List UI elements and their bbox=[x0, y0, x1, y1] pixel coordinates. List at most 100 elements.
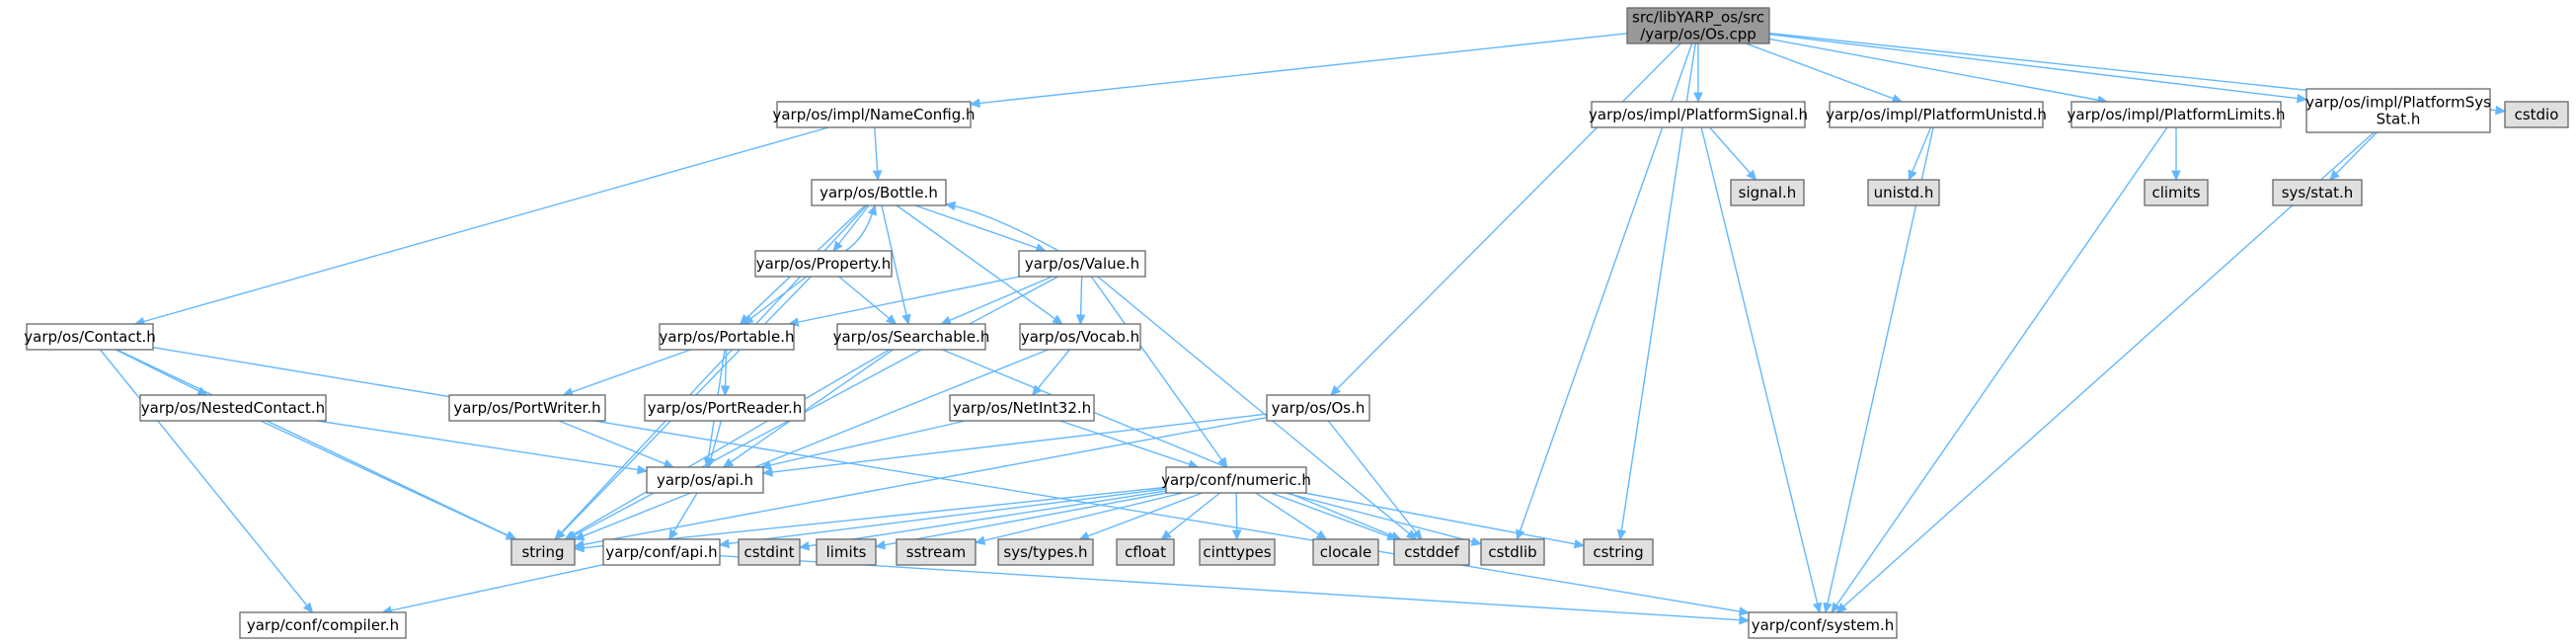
node-platunistd[interactable]: yarp/os/impl/PlatformUnistd.h bbox=[1826, 101, 2047, 128]
node-platlimits[interactable]: yarp/os/impl/PlatformLimits.h bbox=[2068, 101, 2286, 128]
node-box bbox=[1393, 538, 1470, 566]
edge-arrowhead bbox=[1738, 606, 1751, 616]
edge-root-to-platunistd bbox=[1745, 42, 1904, 104]
node-searchable[interactable]: yarp/os/Searchable.h bbox=[833, 323, 990, 351]
node-label: yarp/os/NetInt32.h bbox=[953, 399, 1091, 417]
node-contact[interactable]: yarp/os/Contact.h bbox=[24, 323, 156, 351]
node-label: sstream bbox=[906, 543, 966, 561]
node-box bbox=[738, 538, 801, 566]
node-box bbox=[602, 538, 721, 566]
edge-contact-to-system bbox=[152, 346, 1751, 616]
edge-arrowhead bbox=[2296, 93, 2308, 104]
edge-arrowhead bbox=[1217, 456, 1228, 469]
node-sstream[interactable]: sstream bbox=[896, 538, 976, 566]
node-cstddef[interactable]: cstddef bbox=[1393, 538, 1470, 566]
edge-searchable-to-string bbox=[564, 349, 891, 540]
edge-confapi-to-system bbox=[719, 555, 1751, 625]
edge-platsignal-to-signalh bbox=[1708, 126, 1757, 181]
node-cstdio[interactable]: cstdio bbox=[2504, 101, 2569, 128]
edge-root-to-platsignal bbox=[1693, 43, 1703, 104]
edge-arrowhead bbox=[867, 203, 878, 216]
edge-line bbox=[1059, 420, 1199, 468]
edge-arrowhead bbox=[974, 535, 986, 545]
node-box bbox=[1018, 250, 1146, 278]
node-confapi[interactable]: yarp/conf/api.h bbox=[602, 538, 721, 566]
node-portreader[interactable]: yarp/os/PortReader.h bbox=[644, 394, 806, 422]
edge-arrowhead bbox=[573, 531, 585, 541]
edge-portwriter-to-osapi bbox=[558, 420, 675, 468]
node-label: yarp/os/Os.h bbox=[1272, 399, 1366, 417]
node-system[interactable]: yarp/conf/system.h bbox=[1748, 611, 1898, 639]
edge-numeric-to-cfloat bbox=[1160, 492, 1221, 540]
node-cstring[interactable]: cstring bbox=[1583, 538, 1654, 566]
node-label: sys/stat.h bbox=[2282, 184, 2354, 201]
node-value[interactable]: yarp/os/Value.h bbox=[1018, 250, 1146, 278]
node-property[interactable]: yarp/os/Property.h bbox=[754, 250, 893, 278]
node-cstdlib[interactable]: cstdlib bbox=[1480, 538, 1545, 566]
edge-arrowhead bbox=[2328, 169, 2340, 181]
node-box bbox=[2272, 179, 2363, 206]
edge-line bbox=[1090, 276, 1228, 468]
node-platsignal[interactable]: yarp/os/impl/PlatformSignal.h bbox=[1589, 101, 1808, 128]
edge-osapi-to-confapi bbox=[668, 492, 698, 541]
node-cinttypes[interactable]: cinttypes bbox=[1199, 538, 1276, 566]
edge-arrowhead bbox=[1386, 531, 1398, 541]
node-label: yarp/os/impl/PlatformSignal.h bbox=[1589, 106, 1808, 123]
node-portable[interactable]: yarp/os/Portable.h bbox=[659, 323, 795, 351]
node-nestedcontact[interactable]: yarp/os/NestedContact.h bbox=[139, 394, 327, 422]
edge-arrowhead bbox=[1075, 314, 1086, 326]
node-compiler[interactable]: yarp/conf/compiler.h bbox=[239, 611, 407, 639]
node-label: yarp/os/Contact.h bbox=[24, 328, 156, 346]
edge-portable-to-portreader bbox=[720, 349, 731, 397]
node-cfloat[interactable]: cfloat bbox=[1116, 538, 1175, 566]
node-systypes[interactable]: sys/types.h bbox=[997, 538, 1094, 566]
node-numeric[interactable]: yarp/conf/numeric.h bbox=[1161, 466, 1311, 494]
node-string[interactable]: string bbox=[510, 538, 576, 566]
node-unistdh[interactable]: unistd.h bbox=[1867, 179, 1940, 206]
node-label: string bbox=[521, 543, 564, 561]
node-clocale[interactable]: clocale bbox=[1312, 538, 1379, 566]
node-cstdint[interactable]: cstdint bbox=[738, 538, 801, 566]
edge-line bbox=[838, 276, 897, 325]
node-box bbox=[1748, 611, 1898, 639]
edge-arrowhead bbox=[940, 315, 953, 325]
edge-line bbox=[563, 349, 691, 396]
node-root[interactable]: src/libYARP_os/src/yarp/os/Os.cpp bbox=[1626, 7, 1770, 44]
edge-line bbox=[789, 276, 1020, 325]
edge-numeric-to-cinttypes bbox=[1231, 492, 1242, 541]
node-climits[interactable]: climits bbox=[2144, 179, 2209, 206]
node-label: limits bbox=[826, 543, 867, 561]
node-label: yarp/conf/system.h bbox=[1752, 616, 1895, 634]
node-vocab[interactable]: yarp/os/Vocab.h bbox=[1019, 323, 1141, 351]
node-osh[interactable]: yarp/os/Os.h bbox=[1266, 394, 1370, 422]
edge-arrowhead bbox=[1616, 528, 1627, 541]
node-label: yarp/conf/numeric.h bbox=[1161, 471, 1311, 489]
edge-vocab-to-string bbox=[573, 349, 1049, 541]
node-signalh[interactable]: signal.h bbox=[1730, 179, 1805, 206]
edge-line bbox=[761, 420, 966, 468]
edge-arrowhead bbox=[761, 467, 773, 477]
node-portwriter[interactable]: yarp/os/PortWriter.h bbox=[448, 394, 606, 422]
edge-line bbox=[117, 349, 516, 540]
edge-arrowhead bbox=[668, 528, 678, 541]
edge-platlimits-to-climits bbox=[2171, 127, 2181, 182]
node-sysstat[interactable]: sys/stat.h bbox=[2272, 179, 2363, 206]
edge-portable-to-portwriter bbox=[562, 349, 691, 397]
node-netint32[interactable]: yarp/os/NetInt32.h bbox=[949, 394, 1095, 422]
edge-searchable-to-osapi bbox=[722, 349, 894, 468]
node-osapi[interactable]: yarp/os/api.h bbox=[646, 466, 764, 494]
edge-value-to-vocab bbox=[1075, 276, 1086, 326]
node-bottle[interactable]: yarp/os/Bottle.h bbox=[811, 179, 947, 206]
node-box bbox=[644, 394, 806, 422]
node-nameconfig[interactable]: yarp/os/impl/NameConfig.h bbox=[772, 101, 976, 128]
node-label: cstdlib bbox=[1488, 543, 1536, 561]
node-box bbox=[1583, 538, 1654, 566]
node-box bbox=[1312, 538, 1379, 566]
node-box bbox=[448, 394, 606, 422]
node-box bbox=[816, 538, 877, 566]
node-box bbox=[239, 611, 407, 639]
node-limits[interactable]: limits bbox=[816, 538, 877, 566]
edge-line bbox=[1708, 126, 1757, 181]
